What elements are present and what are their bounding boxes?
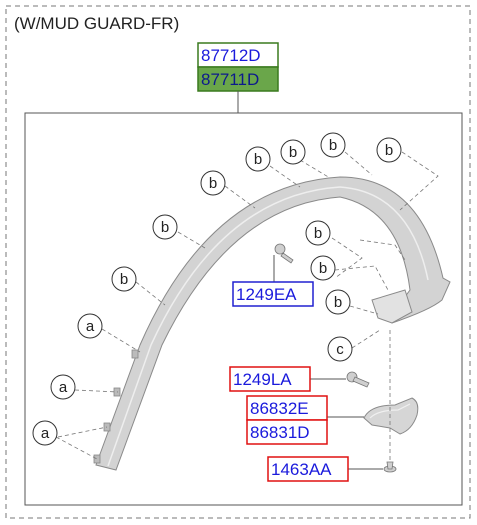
callout-b-9: b <box>319 260 327 277</box>
callout-b-10: b <box>334 294 342 311</box>
callout-circle-a-3 <box>32 420 58 446</box>
callout-circle-a-1 <box>77 313 103 339</box>
callout-b-7: b <box>385 142 393 159</box>
callout-circle-b-10 <box>325 289 351 315</box>
callout-circle-b-7 <box>376 137 402 163</box>
callout-b-6: b <box>329 137 337 154</box>
callout-circle-b-6 <box>320 132 346 158</box>
clip-1463AA-icon <box>383 461 397 473</box>
label-box-1249EA <box>232 281 314 307</box>
label-box-87711D <box>197 66 279 92</box>
molding-clip-tab-1 <box>131 349 139 359</box>
callout-b-1: b <box>120 271 128 288</box>
callout-circle-b-4 <box>245 146 271 172</box>
section-title: (W/MUD GUARD-FR) <box>14 14 179 33</box>
callout-a-1: a <box>86 318 95 335</box>
screw-1249LA-icon <box>346 371 370 388</box>
callout-circle-c-1 <box>327 336 353 362</box>
part-label-87711D[interactable]: 87711D <box>201 70 259 89</box>
mud-guard-part-edge <box>369 403 411 419</box>
part-label-1463AA[interactable]: 1463AA <box>271 460 332 479</box>
callout-b-5: b <box>289 144 297 161</box>
callout-a-2: a <box>59 379 68 396</box>
callout-circle-b-1 <box>111 266 137 292</box>
callout-circle-b-9 <box>310 255 336 281</box>
part-label-1249EA[interactable]: 1249EA <box>236 285 297 304</box>
part-label-86832E[interactable]: 86832E <box>250 399 309 418</box>
part-label-86831D[interactable]: 86831D <box>250 423 310 442</box>
callout-c-1: c <box>336 341 344 358</box>
label-box-1463AA <box>267 456 349 482</box>
molding-clip-tab-4 <box>93 454 101 464</box>
outer-dashed-frame <box>5 5 471 519</box>
part-label-1249LA[interactable]: 1249LA <box>233 370 292 389</box>
wheel-arch-molding-edge <box>107 186 429 467</box>
callout-b-2: b <box>161 219 169 236</box>
label-box-86831D <box>246 419 328 445</box>
label-box-86832E <box>246 395 328 421</box>
screw-1249EA-icon <box>274 243 294 264</box>
wheel-arch-molding <box>95 176 451 471</box>
inner-frame <box>24 112 463 506</box>
callout-a-3: a <box>41 425 50 442</box>
callout-circle-b-8 <box>305 220 331 246</box>
callout-circle-b-5 <box>280 139 306 165</box>
callout-leader-lines <box>55 151 439 460</box>
label-box-1249LA <box>229 366 311 392</box>
callout-letters: a a a b b b b b b b b b b c <box>41 137 393 442</box>
callout-b-8: b <box>314 225 322 242</box>
callout-circle-b-2 <box>152 214 178 240</box>
callout-circle-b-3 <box>200 170 226 196</box>
callout-b-3: b <box>209 175 217 192</box>
part-label-87712D[interactable]: 87712D <box>201 46 261 65</box>
callout-circle-a-2 <box>50 374 76 400</box>
callout-circles <box>32 132 402 446</box>
callout-b-4: b <box>254 151 262 168</box>
wheel-arch-molding-end-flap <box>371 289 413 324</box>
